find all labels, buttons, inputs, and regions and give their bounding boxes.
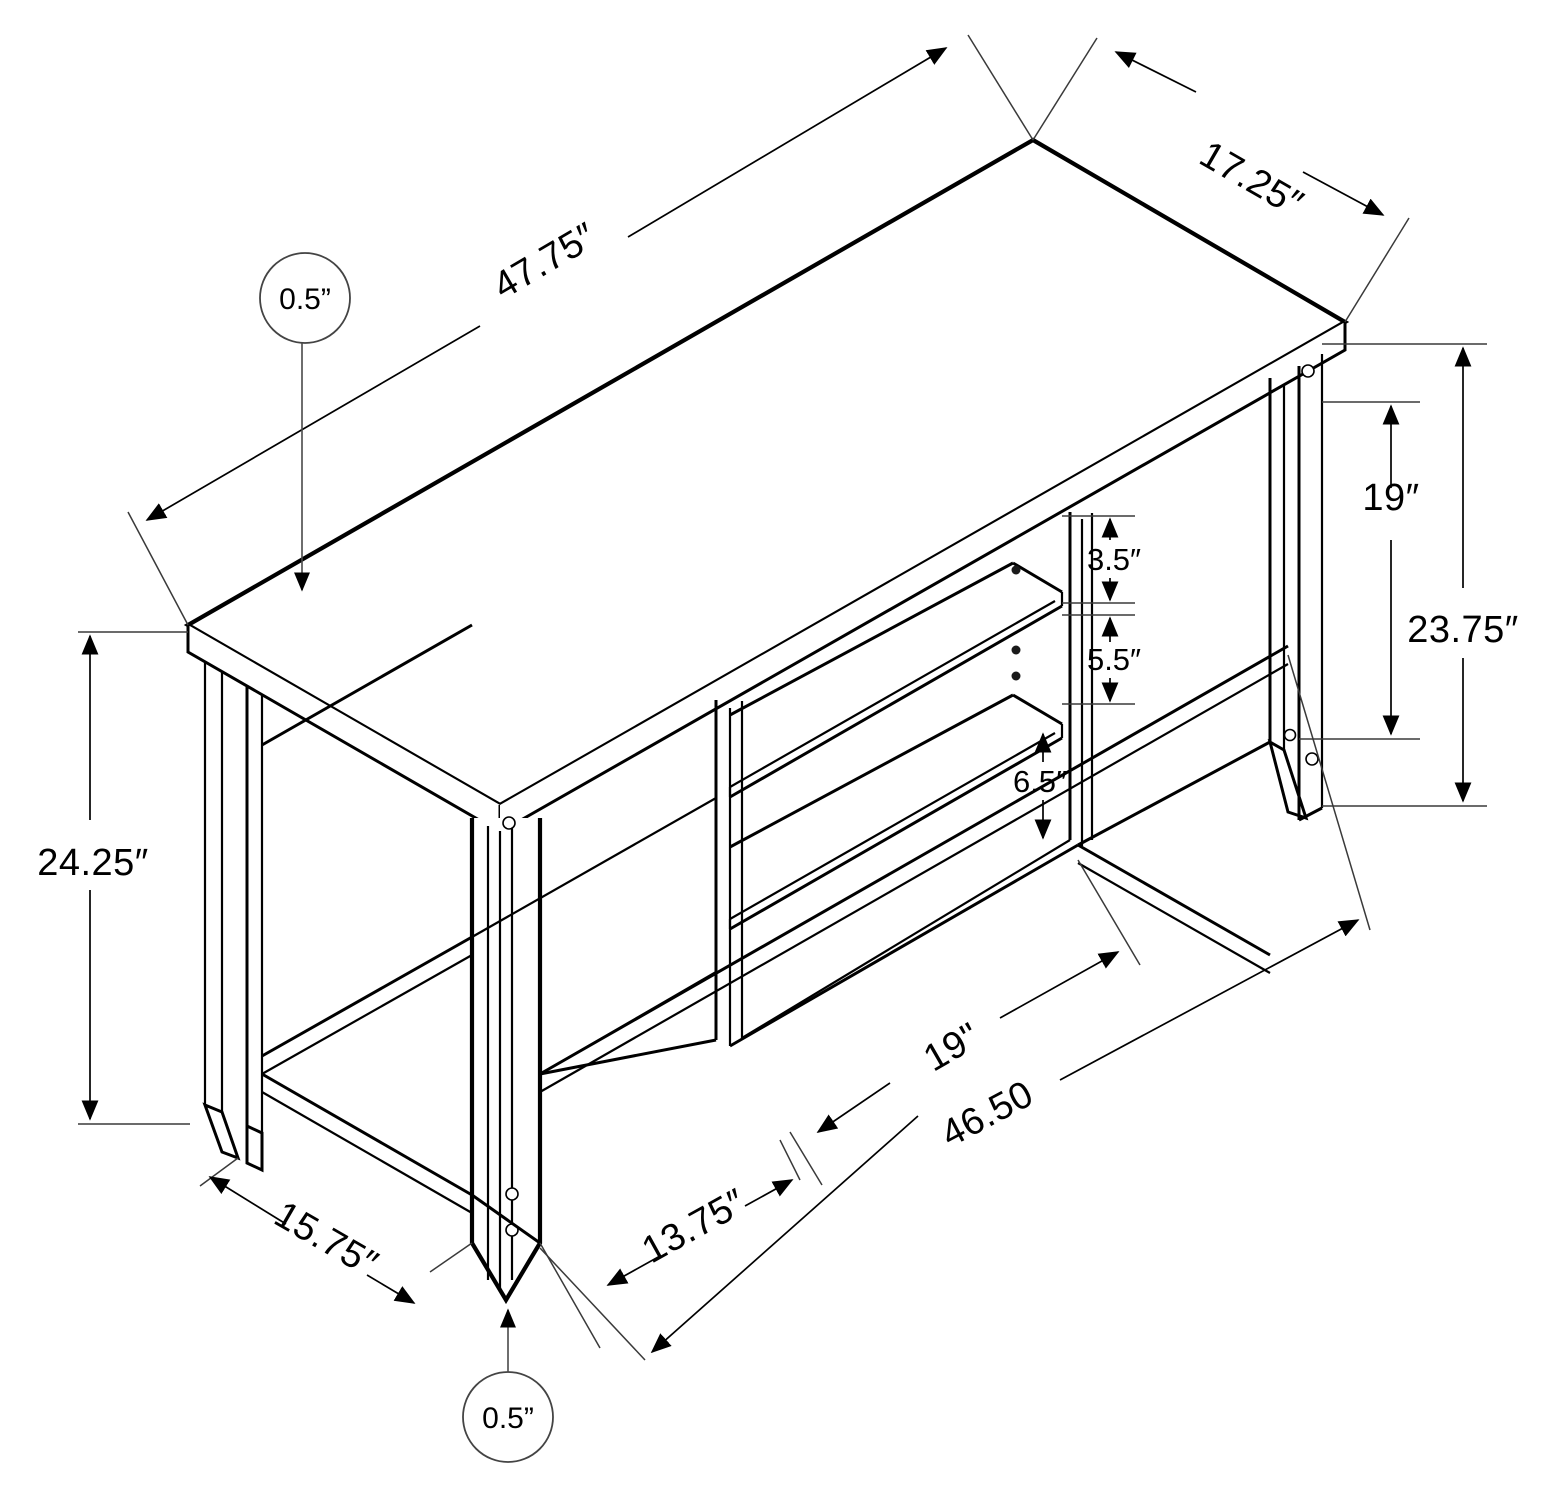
upper-shelf-back-edge <box>729 561 1014 717</box>
dim-line-topwidth-a <box>627 47 948 238</box>
ext-line-1375-left <box>539 1242 601 1349</box>
left-bay-interior-line-2 <box>539 971 717 1075</box>
ext-line-1375-right <box>779 1139 801 1181</box>
right-bay-base-rail-top <box>1077 843 1271 957</box>
ext-line-19b-right <box>1077 859 1141 966</box>
shelf-pin-hole-3 <box>1011 671 1021 681</box>
callout-leg-thickness: 0.5” <box>462 1308 554 1463</box>
ext-line-4650-right <box>1287 654 1371 931</box>
ext-line-19b-left <box>789 1131 823 1186</box>
screw-hole-right-bottom <box>1305 752 1319 766</box>
top-edge-left-lower <box>187 651 501 833</box>
ext-line-4650-left <box>539 1247 646 1361</box>
dim-label-height-right: 23.75″ <box>1407 609 1519 651</box>
shelf-pin-hole-2 <box>1011 645 1021 655</box>
right-leg-taper <box>1267 738 1309 821</box>
ext-line-1575-right <box>429 1242 473 1273</box>
dim-label-height-left: 24.25″ <box>37 842 149 884</box>
ext-line-topwidth-right <box>967 34 1034 141</box>
dimension-gap-lower: 6.5″ <box>1013 732 1067 840</box>
dimension-height-right: 23.75″ <box>1322 343 1519 807</box>
upper-shelf-front-edge <box>729 604 1063 799</box>
dim-line-19b-b <box>999 951 1120 1019</box>
ext-line-1575-left <box>199 1157 239 1187</box>
left-bay-bottom-shelf-front <box>261 954 473 1075</box>
dim-label-gap-lower: 6.5″ <box>1013 764 1067 799</box>
dim-label-gap-upper: 3.5″ <box>1087 542 1141 577</box>
screw-hole-post-lower-a <box>505 1187 519 1201</box>
right-bay-base-rail-bottom <box>1077 862 1271 974</box>
dimension-gap-upper: 3.5″ <box>1062 515 1141 604</box>
dim-label-top-depth: 17.25″ <box>1193 133 1311 225</box>
lower-shelf-front-edge-inner <box>729 732 1056 920</box>
dim-line-depth-a <box>1114 51 1197 93</box>
callout-label-top-thickness: 0.5” <box>279 283 331 316</box>
dim-line-topwidth-b <box>145 325 481 521</box>
dim-label-interior-height: 19″ <box>1362 477 1419 519</box>
left-bay-top-rail <box>261 623 473 747</box>
dimension-gap-middle: 5.5″ <box>1062 614 1141 705</box>
dim-line-4650-a <box>650 1115 919 1354</box>
shelf-pin-hole-1 <box>1011 565 1021 575</box>
left-bay-bottom-shelf-back <box>261 935 473 1058</box>
lower-shelf-right-end <box>1012 693 1063 726</box>
top-edge-right-lower <box>499 349 1346 833</box>
lower-shelf-front-edge <box>729 736 1063 931</box>
dim-line-19b-a <box>816 1082 891 1133</box>
screw-hole-right-top <box>1301 364 1315 378</box>
ext-line-depth-right <box>1344 217 1410 323</box>
center-front-rail-link <box>539 1038 717 1076</box>
dim-label-center-bay: 19" <box>917 1015 988 1080</box>
left-bay-interior-line <box>471 797 717 938</box>
callout-circle-top <box>259 252 351 344</box>
ext-line-topwidth-left <box>127 511 189 626</box>
left-bay-front-base-rail-bottom <box>261 1091 473 1214</box>
dim-line-1575-a <box>208 1176 287 1225</box>
dim-label-left-bay: 13.75″ <box>635 1181 753 1272</box>
left-bay-rail-to-post <box>471 1193 541 1245</box>
callout-top-thickness: 0.5” <box>259 252 351 592</box>
top-edge-left-fill <box>188 625 500 832</box>
front-bottom-rail-bottom <box>539 663 1289 1093</box>
dim-line-1575-b <box>366 1274 416 1304</box>
center-bottom-panel-back <box>729 843 1079 1048</box>
dim-line-4650-b <box>1059 919 1360 1081</box>
screw-hole-right-mid <box>1283 728 1297 742</box>
lower-shelf-back-edge <box>729 693 1014 849</box>
dimension-interior-height: 19″ <box>1299 401 1420 740</box>
upper-shelf-front-edge-inner <box>729 600 1056 788</box>
callout-label-leg-thickness: 0.5” <box>482 1402 534 1435</box>
dim-line-depth-b <box>1302 171 1385 216</box>
upper-shelf-right-end <box>1012 561 1063 594</box>
left-rear-foot <box>202 1102 241 1161</box>
dimension-left-bay: 13.75″ <box>539 1139 801 1349</box>
dim-label-top-width: 47.75″ <box>486 215 603 308</box>
left-bay-front-base-rail-top <box>261 1072 473 1197</box>
left-front-foot-edge <box>245 1123 264 1173</box>
dim-label-base-width: 46.50 <box>934 1073 1040 1156</box>
dimension-base-depth: 15.75″ <box>199 1157 473 1304</box>
top-panel-face <box>188 140 1345 805</box>
front-left-post-outline <box>469 818 543 1305</box>
top-edge-right-fill <box>500 322 1345 832</box>
dim-line-1375-a <box>606 1255 661 1286</box>
dimension-height-left: 24.25″ <box>37 631 190 1125</box>
furniture-body <box>183 137 1350 1305</box>
dim-label-gap-middle: 5.5″ <box>1087 642 1141 677</box>
right-bay-bottom-back <box>1077 740 1271 847</box>
dim-label-base-depth: 15.75″ <box>267 1194 385 1286</box>
ext-line-depth-left <box>1032 37 1098 141</box>
screw-hole-post-top <box>502 816 516 830</box>
center-bay-back-bottom <box>741 839 1071 1039</box>
dim-line-1375-b <box>744 1179 794 1207</box>
